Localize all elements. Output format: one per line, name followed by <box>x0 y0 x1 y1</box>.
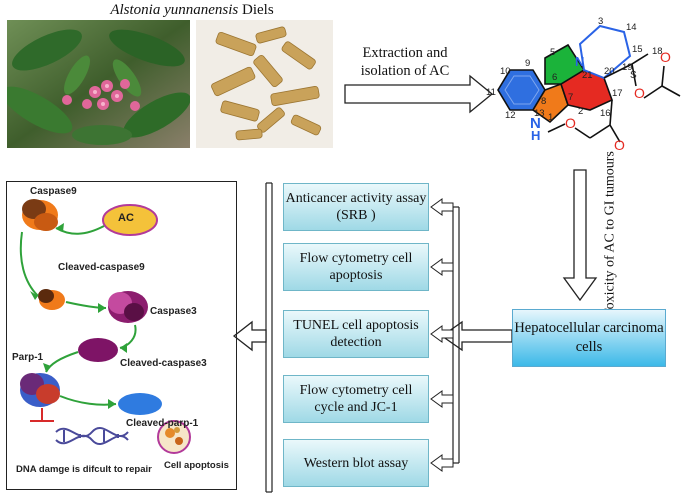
parp1-protein <box>20 373 60 407</box>
atom-number-10: 10 <box>500 66 511 77</box>
atom-number-19: 19 <box>622 62 633 73</box>
atom-number-18: 18 <box>652 46 663 57</box>
atom-number-15: 15 <box>632 44 643 55</box>
ac-label: AC <box>118 212 134 224</box>
carbonyl-oxygen-2: O <box>614 137 625 153</box>
nh-nitrogen: N <box>530 115 541 132</box>
assay-western-blot: Western blot assay <box>283 439 429 487</box>
inhibition-symbol <box>30 408 54 422</box>
ester-oxygen-1: O <box>634 85 645 101</box>
green-ring <box>544 43 586 85</box>
cleaved-caspase9-protein <box>38 289 65 310</box>
ac-molecule <box>497 24 681 143</box>
atom-number-1: 1 <box>548 112 553 123</box>
assay-bracket-left <box>265 182 273 493</box>
atom-number-17: 17 <box>612 88 623 99</box>
toxicity-label: Toxicity of AC to GI tumours <box>602 151 618 317</box>
branch-arrows <box>430 198 454 472</box>
atom-number-6: 6 <box>552 72 557 83</box>
carbonyl-oxygen-1: O <box>660 49 671 65</box>
extraction-arrow <box>344 74 494 114</box>
caspase9-protein <box>22 199 58 231</box>
cleaved-parp1-label: Cleaved-parp-1 <box>126 418 199 429</box>
dna-damage-label: DNA damge is difcult to repair <box>16 464 152 475</box>
atom-number-20: 20 <box>604 66 615 77</box>
atom-number-21: 21 <box>582 70 593 81</box>
atom-number-16: 16 <box>600 108 611 119</box>
apoptotic-cell-icon <box>157 420 191 454</box>
cleaved-caspase9-label: Cleaved-caspase9 <box>58 262 145 273</box>
toxicity-arrow <box>562 169 598 302</box>
atom-number-12: 12 <box>505 110 516 121</box>
species-caption: Alstonia yunnanensis Diels <box>82 2 302 19</box>
hepatocellular-box: Hepatocellular carcinoma cells <box>512 309 666 367</box>
atom-number-5: 5 <box>550 47 555 58</box>
cell-apoptosis-label: Cell apoptosis <box>164 460 229 471</box>
pathway-arrowheads <box>30 223 127 409</box>
ester-oxygen-2: O <box>565 115 576 131</box>
atom-number-8: 8 <box>541 96 546 107</box>
assay-tunel: TUNEL cell apoptosis detection <box>283 310 429 358</box>
cleaved-caspase3-label: Cleaved-caspase3 <box>120 358 207 369</box>
caspase9-label: Caspase9 <box>30 186 77 197</box>
species-name: Alstonia yunnanensis <box>110 2 239 18</box>
assay-flow-apoptosis: Flow cytometry cell apoptosis <box>283 243 429 291</box>
atom-number-2: 2 <box>578 106 583 117</box>
caspase3-label: Caspase3 <box>150 306 197 317</box>
root-slices-photo <box>196 20 333 148</box>
atom-number-14: 14 <box>626 22 637 33</box>
parp1-label: Parp-1 <box>12 352 44 363</box>
assay-srb: Anticancer activity assay (SRB ) <box>283 183 429 231</box>
n4-nitrogen: N <box>575 54 584 69</box>
species-author: Diels <box>242 2 274 18</box>
atom-number-7: 7 <box>568 92 573 103</box>
indole-five-ring <box>531 82 569 124</box>
cleaved-parp1-protein <box>118 393 162 415</box>
ac-oval <box>102 204 158 236</box>
atom-number-9: 9 <box>525 58 530 69</box>
plant-photo <box>7 20 190 148</box>
extraction-label: Extraction and isolation of AC <box>360 45 450 79</box>
atom-number-11: 11 <box>486 87 496 98</box>
assay-cell-cycle: Flow cytometry cell cycle and JC-1 <box>283 375 429 423</box>
atom-number-13: 13 <box>534 108 545 119</box>
stereo-label: S <box>630 70 637 81</box>
caspase3-protein <box>108 291 148 323</box>
assays-to-pathway-arrow <box>232 320 267 352</box>
cleaved-caspase3-protein <box>78 338 118 362</box>
atom-number-3: 3 <box>598 16 603 27</box>
dna-icon <box>55 426 129 446</box>
pathway-panel <box>6 181 237 490</box>
nh-hydrogen: H <box>531 128 540 143</box>
